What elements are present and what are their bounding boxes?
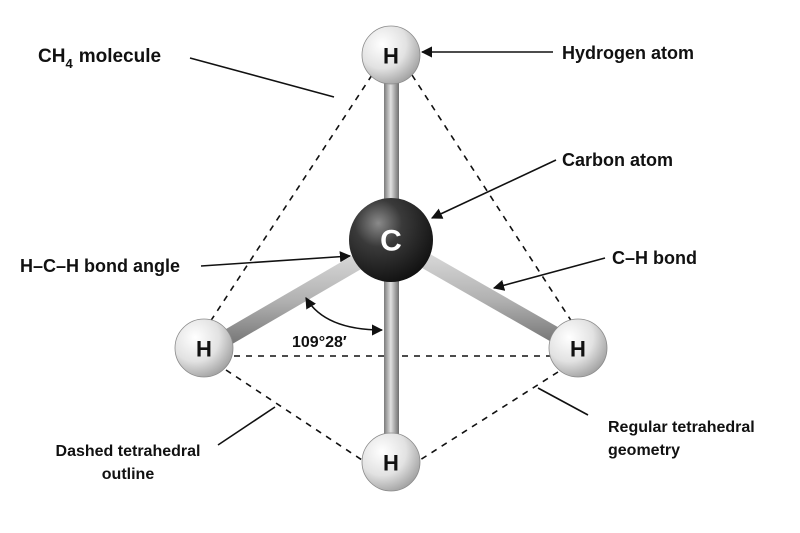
carbon-letter: C	[380, 225, 402, 258]
hydrogen-letter: H	[570, 337, 586, 362]
bond-bottom	[384, 250, 399, 440]
hydrogen-letter: H	[196, 337, 212, 362]
hydrogen-atom-left: H	[174, 318, 234, 378]
bond-top	[384, 78, 399, 228]
leader-regular-geometry	[537, 387, 589, 416]
carbon-atom-label: Carbon atom	[562, 150, 673, 170]
bond-angle-label: H–C–H bond angle	[20, 256, 180, 276]
outline-edge-top-right	[411, 74, 573, 323]
regular-geometry-label-line1: Regular tetrahedral	[608, 419, 755, 436]
leader-bond-angle	[200, 251, 352, 267]
hydrogen-atom-top: H	[361, 25, 421, 85]
ch-bond-label: C–H bond	[612, 248, 697, 268]
hydrogen-atom-right: H	[548, 318, 608, 378]
dashed-outline-label-line1: Dashed tetrahedral	[56, 443, 201, 460]
bond-right	[422, 254, 570, 348]
hydrogen-letter: H	[383, 44, 399, 69]
regular-geometry-label-line2: geometry	[608, 442, 680, 459]
angle-value-label: 109°28′	[292, 334, 347, 351]
outline-edge-top-left	[209, 74, 373, 323]
leader-lines	[189, 46, 606, 446]
bond-angle-arc	[305, 297, 384, 336]
carbon-atom: C	[349, 198, 433, 282]
hydrogen-atom-bottom: H	[361, 432, 421, 492]
hydrogen-atom-label: Hydrogen atom	[562, 43, 694, 63]
outline-edge-left-bottom	[225, 369, 363, 461]
leader-dashed-outline	[217, 406, 276, 446]
dashed-outline-label-line2: outline	[102, 466, 155, 483]
hydrogen-letter: H	[383, 451, 399, 476]
leader-ch-bond	[492, 257, 606, 291]
bonds	[214, 78, 570, 440]
outline-edge-right-bottom	[419, 371, 559, 461]
leader-molecule	[189, 57, 335, 98]
bond-left	[214, 254, 363, 350]
leader-carbon	[430, 159, 557, 219]
